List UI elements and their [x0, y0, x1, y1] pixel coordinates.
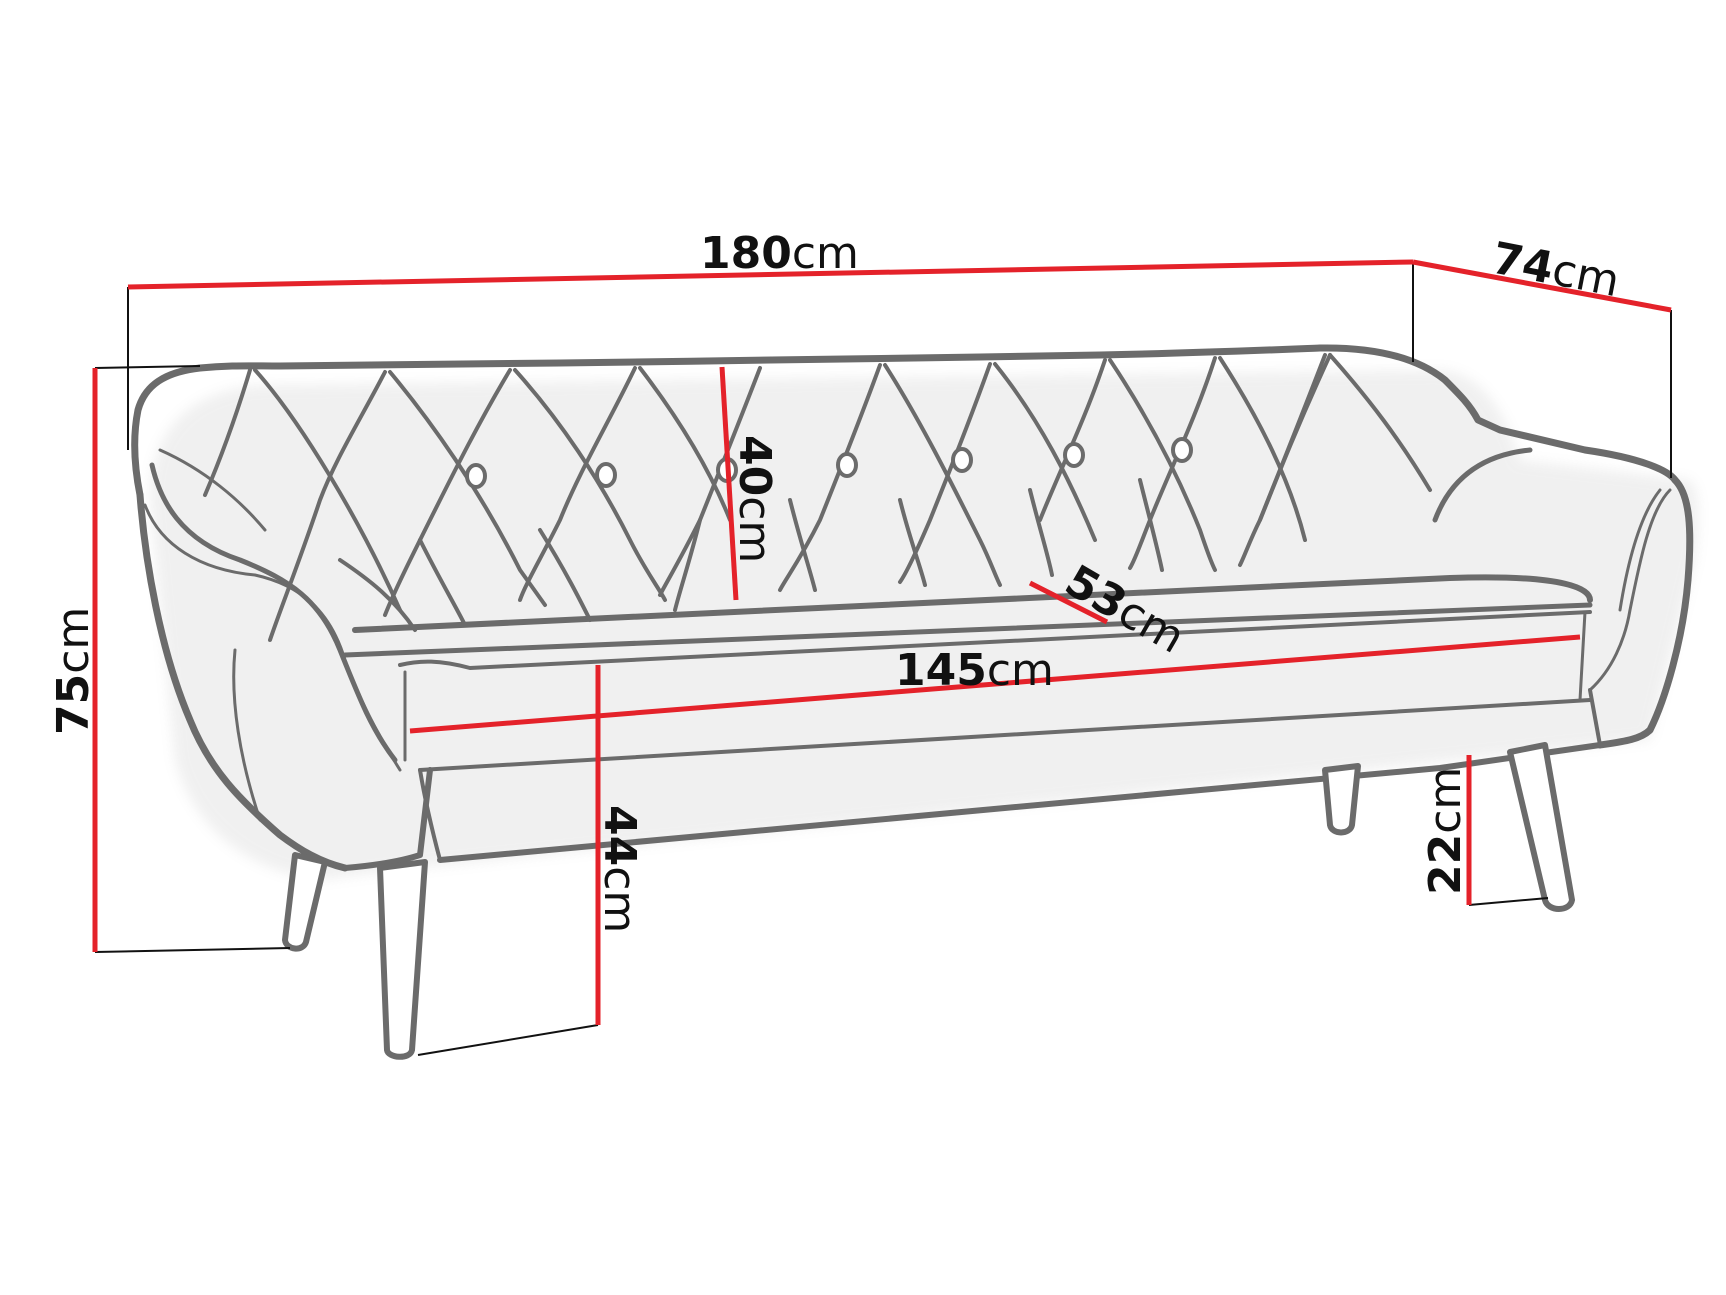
label-seat-height-44: 44cm — [594, 805, 645, 933]
label-height-75: 75cm — [48, 607, 99, 735]
leg-back-left — [282, 852, 328, 952]
sofa-legs — [282, 742, 1575, 1060]
label-depth-74: 74cm — [1488, 233, 1624, 308]
tuft-button — [1171, 437, 1193, 463]
tufting-buttons — [465, 437, 1193, 489]
leg-back-right — [1322, 763, 1361, 836]
label-seat-width-145: 145cm — [895, 645, 1054, 696]
leg-front-right — [1507, 742, 1575, 912]
label-leg-22: 22cm — [1420, 767, 1471, 895]
backrest-tufting — [203, 353, 1432, 642]
dimension-labels: 180cm 74cm 75cm 40cm 53cm 145cm 44cm 22c… — [48, 228, 1624, 933]
dim-line-40 — [719, 366, 739, 601]
tuft-button — [836, 452, 858, 478]
extension-lines — [94, 262, 1672, 1056]
label-backrest-40: 40cm — [729, 435, 780, 563]
dim-line-74 — [1412, 259, 1672, 313]
dimension-lines — [92, 259, 1672, 1025]
dim-line-53 — [1028, 580, 1109, 625]
sofa-shadow — [150, 370, 1699, 880]
tuft-button — [595, 462, 617, 488]
tuft-button — [1063, 442, 1085, 468]
dim-line-180 — [127, 259, 1414, 290]
tuft-button — [465, 463, 487, 489]
tuft-button — [951, 447, 973, 473]
dim-line-145 — [409, 634, 1581, 734]
leg-front-left — [377, 859, 428, 1060]
label-width-180: 180cm — [700, 228, 859, 279]
